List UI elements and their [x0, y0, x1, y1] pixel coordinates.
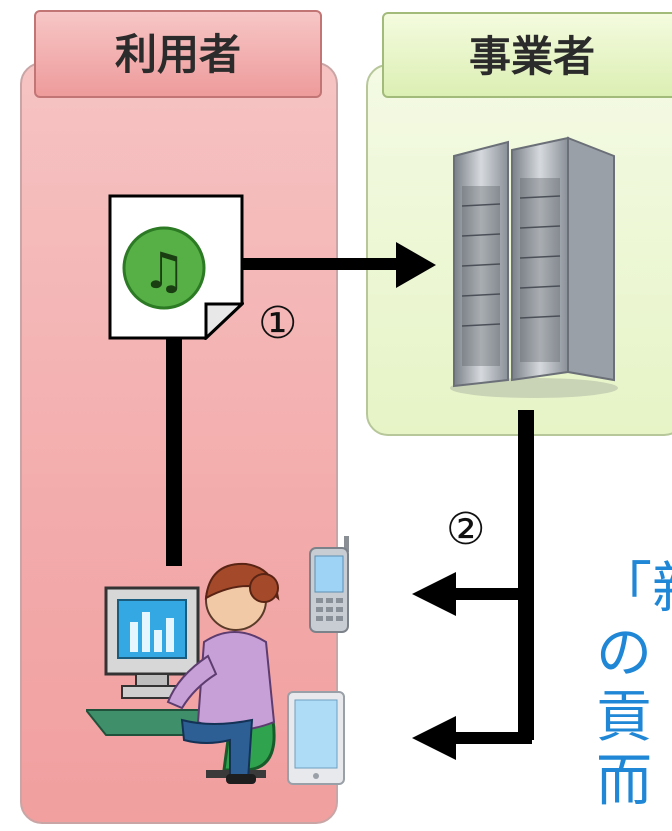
svg-text:♫: ♫ — [142, 242, 187, 300]
smartphone-icon — [309, 536, 349, 633]
distribution-arrow-upper-shaft — [452, 588, 532, 600]
business-panel-label: 事業者 — [382, 12, 672, 98]
distribution-arrow-lower-head — [412, 716, 456, 760]
music-file-icon: ♫ — [108, 194, 244, 340]
server-icon — [450, 136, 618, 398]
distribution-line — [518, 410, 534, 740]
step-one-label: ① — [258, 298, 298, 349]
tablet-icon — [287, 691, 345, 785]
caption-text: 「新 の 貢而 — [596, 558, 672, 814]
user-at-computer-icon — [86, 562, 280, 784]
user-panel-label: 利用者 — [34, 10, 322, 98]
distribution-arrow-upper-head — [412, 572, 456, 616]
distribution-arrow-lower-shaft — [452, 732, 532, 744]
upload-arrow-head — [396, 242, 436, 288]
step-two-label: ② — [446, 504, 486, 555]
upload-arrow-shaft — [240, 258, 400, 270]
upload-line — [166, 330, 182, 566]
